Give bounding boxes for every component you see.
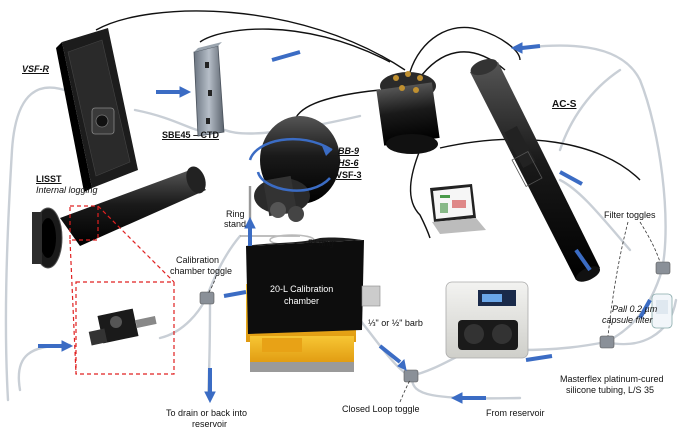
pall-label-1: Pall 0.2 µm (612, 304, 658, 314)
lisst-instrument (32, 166, 206, 269)
bb9-label: BB-9 (338, 146, 360, 156)
bb9-hs6-vsf3-instrument (248, 116, 340, 222)
flow-arrows (38, 42, 652, 404)
data-logger-canister (376, 71, 440, 154)
chamber-label-2: chamber (284, 296, 320, 306)
laptop-computer (430, 184, 486, 234)
barb-label: ⅓" or ½" barb (368, 318, 423, 328)
peristaltic-pump (445, 281, 529, 359)
ring-stand-label-1: Ring (226, 209, 245, 219)
calibration-chamber (246, 237, 381, 372)
drain-label-2: reservoir (192, 419, 228, 429)
hs6-label: HS-6 (338, 158, 359, 168)
lisst-logging-label: Internal logging (36, 185, 98, 195)
vsf-r-instrument (56, 28, 138, 192)
toggle-valves (199, 261, 671, 383)
vsf-r-label: VSF-R (22, 64, 49, 74)
chamber-label-1: 20-L Calibration (270, 284, 334, 294)
filter-toggles-label: Filter toggles (604, 210, 656, 220)
pointer-lines (207, 221, 661, 403)
cable-lines (95, 10, 641, 239)
ring-stand-label-2: stand (224, 219, 247, 229)
closed-loop-label: Closed Loop toggle (342, 404, 420, 414)
ring-5-label: 5" ring (308, 238, 334, 248)
from-reservoir-label: From reservoir (486, 408, 545, 418)
pall-capsule-filter (651, 293, 673, 329)
cal-toggle-label-1: Calibration (176, 255, 220, 265)
masterflex-label-2: silicone tubing, L/S 35 (566, 385, 655, 395)
cal-toggle-label-2: chamber toggle (170, 266, 233, 276)
lisst-chamber-zoom-highlight (69, 205, 175, 375)
drain-label-1: To drain or back into (166, 408, 248, 418)
vsf3-label: VSF-3 (336, 170, 362, 180)
lisst-flow-chamber (88, 308, 157, 346)
sbe45-label: SBE45 – CTD (162, 130, 220, 140)
acs-label: AC-S (552, 99, 577, 110)
pall-label-2: capsule filter (602, 315, 653, 325)
sbe45-ctd-instrument (193, 42, 225, 137)
acs-instrument (470, 58, 601, 282)
masterflex-label-1: Masterflex platinum-cured (560, 374, 664, 384)
lisst-label: LISST (36, 174, 62, 184)
